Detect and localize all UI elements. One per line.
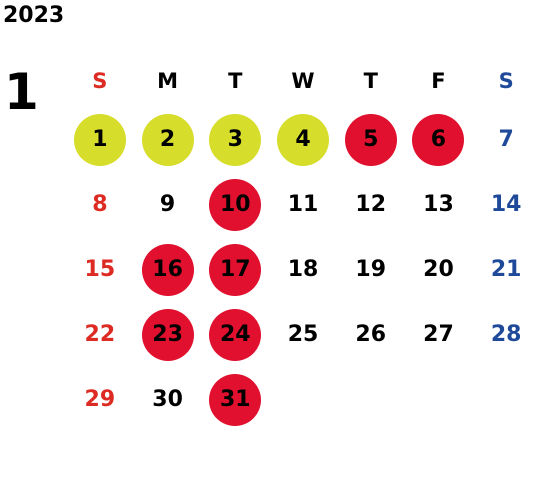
- holiday-circle: 2: [141, 113, 194, 166]
- week-row: 8 9 10 11 12 13 14: [66, 172, 540, 237]
- day-cell[interactable]: 1: [66, 107, 134, 172]
- day-number: 25: [287, 322, 319, 347]
- day-cell[interactable]: 19: [337, 237, 405, 302]
- weekday-header-mon: M: [157, 69, 179, 93]
- day-cell[interactable]: 3: [201, 107, 269, 172]
- day-number: 19: [355, 257, 387, 282]
- day-number: 23: [152, 322, 183, 347]
- day-cell[interactable]: 17: [201, 237, 269, 302]
- day-number: 1: [92, 127, 108, 152]
- weekday-header-sun: S: [92, 69, 108, 93]
- day-number: 8: [92, 192, 108, 217]
- week-row: 15 16 17 18 19 20 21: [66, 237, 540, 302]
- weekday-header-fri: F: [431, 69, 446, 93]
- day-number: 18: [287, 257, 319, 282]
- day-cell[interactable]: 8: [66, 172, 134, 237]
- day-number: 17: [219, 257, 251, 282]
- day-number: 9: [159, 192, 176, 217]
- day-number: 22: [84, 322, 116, 347]
- day-cell[interactable]: 15: [66, 237, 134, 302]
- day-cell[interactable]: 21: [472, 237, 540, 302]
- day-cell: [337, 367, 405, 432]
- day-number: 11: [287, 192, 319, 217]
- weekday-header-wed: W: [291, 69, 315, 93]
- day-cell[interactable]: 5: [337, 107, 405, 172]
- day-cell: [405, 367, 473, 432]
- day-cell[interactable]: 13: [405, 172, 473, 237]
- weekday-header-tue: T: [228, 69, 243, 93]
- weekday-header-row: S M T W T F S: [66, 55, 540, 107]
- highlight-circle: 17: [209, 243, 262, 296]
- day-number: 10: [219, 192, 251, 217]
- day-cell[interactable]: 22: [66, 302, 134, 367]
- day-number: 21: [490, 257, 522, 282]
- week-row: 29 30 31: [66, 367, 540, 432]
- day-number: 20: [423, 257, 454, 282]
- day-number: 31: [219, 387, 251, 412]
- day-cell: [269, 367, 337, 432]
- highlight-circle: 23: [141, 308, 194, 361]
- day-cell[interactable]: 23: [134, 302, 202, 367]
- day-number: 15: [84, 257, 116, 282]
- day-cell[interactable]: 2: [134, 107, 202, 172]
- week-row: 22 23 24 25 26 27 28: [66, 302, 540, 367]
- day-number: 27: [423, 322, 454, 347]
- day-cell[interactable]: 25: [269, 302, 337, 367]
- day-number: 28: [490, 322, 522, 347]
- holiday-circle: 3: [209, 113, 262, 166]
- day-cell[interactable]: 28: [472, 302, 540, 367]
- day-cell[interactable]: 31: [201, 367, 269, 432]
- day-number: 7: [498, 127, 514, 152]
- year-label: 2023: [3, 3, 65, 28]
- day-cell[interactable]: 6: [405, 107, 473, 172]
- day-number: 5: [363, 127, 379, 152]
- highlight-circle: 31: [209, 373, 262, 426]
- day-number: 16: [152, 257, 183, 282]
- month-number: 1: [4, 63, 39, 121]
- day-number: 30: [152, 387, 183, 412]
- day-cell[interactable]: 9: [134, 172, 202, 237]
- highlight-circle: 24: [209, 308, 262, 361]
- day-number: 3: [227, 127, 243, 152]
- day-number: 2: [159, 127, 176, 152]
- day-cell[interactable]: 30: [134, 367, 202, 432]
- weekday-header-sat: S: [498, 69, 514, 93]
- day-cell[interactable]: 4: [269, 107, 337, 172]
- day-cell[interactable]: 24: [201, 302, 269, 367]
- day-cell[interactable]: 20: [405, 237, 473, 302]
- day-cell[interactable]: 18: [269, 237, 337, 302]
- day-cell[interactable]: 29: [66, 367, 134, 432]
- holiday-circle: 4: [277, 113, 330, 166]
- day-cell[interactable]: 10: [201, 172, 269, 237]
- day-cell[interactable]: 11: [269, 172, 337, 237]
- day-number: 29: [84, 387, 116, 412]
- day-cell[interactable]: 12: [337, 172, 405, 237]
- highlight-circle: 6: [412, 113, 465, 166]
- day-number: 14: [490, 192, 522, 217]
- day-number: 13: [423, 192, 454, 217]
- day-number: 24: [219, 322, 251, 347]
- day-cell[interactable]: 26: [337, 302, 405, 367]
- day-number: 6: [430, 127, 447, 152]
- highlight-circle: 16: [141, 243, 194, 296]
- day-cell: [472, 367, 540, 432]
- day-number: 4: [295, 127, 311, 152]
- day-cell[interactable]: 14: [472, 172, 540, 237]
- week-row: 1 2 3 4 5 6 7: [66, 107, 540, 172]
- day-cell[interactable]: 16: [134, 237, 202, 302]
- highlight-circle: 5: [344, 113, 397, 166]
- day-number: 26: [355, 322, 387, 347]
- weekday-header-thu: T: [363, 69, 378, 93]
- day-cell[interactable]: 7: [472, 107, 540, 172]
- day-cell[interactable]: 27: [405, 302, 473, 367]
- highlight-circle: 10: [209, 178, 262, 231]
- holiday-circle: 1: [73, 113, 126, 166]
- day-number: 12: [355, 192, 387, 217]
